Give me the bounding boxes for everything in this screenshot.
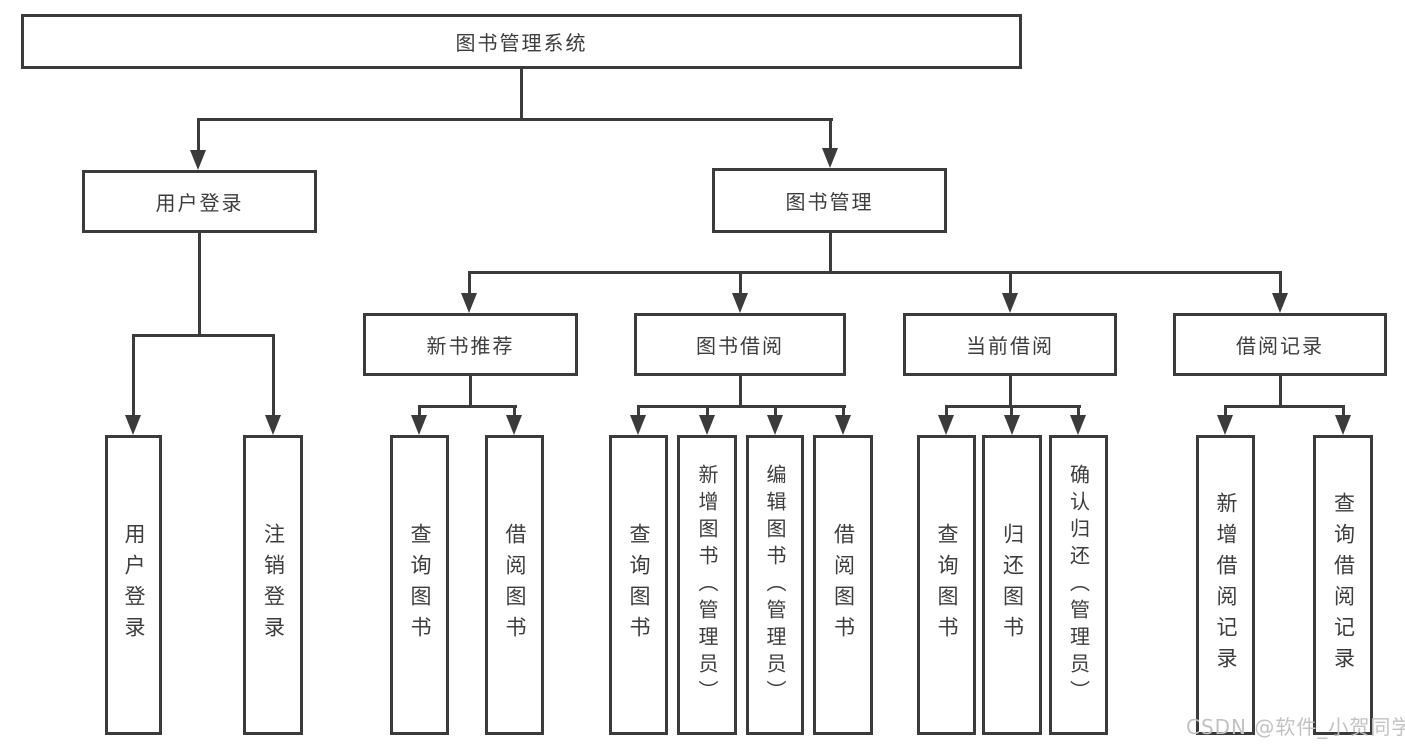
leaf-edit-books-admin: 编辑图书（管理员） <box>746 435 804 735</box>
leaf-user-login: 用户登录 <box>105 435 162 735</box>
node-borrow-records: 借阅记录 <box>1173 313 1387 376</box>
connector-drop-query-books-borrow <box>637 405 640 417</box>
leaf-return-books-label: 归还图书 <box>1000 523 1025 647</box>
leaf-query-books-borrow-label: 查询图书 <box>627 523 651 647</box>
connector-drop-confirm-return-admin <box>1077 405 1080 417</box>
csdn-watermark: CSDN @软件_小贺同学 <box>1186 715 1405 739</box>
node-new-book-recommend-label: 新书推荐 <box>426 334 515 358</box>
node-borrow-records-label: 借阅记录 <box>1236 334 1324 358</box>
connector-drop-return-books <box>1010 405 1013 417</box>
leaf-confirm-return-admin: 确认归还（管理员） <box>1049 435 1108 735</box>
leaf-logout: 注销登录 <box>243 435 303 735</box>
connector-user-login-branch <box>132 334 275 337</box>
leaf-add-books-admin-label: 新增图书（管理员） <box>695 463 719 707</box>
connector-drop-borrow-records <box>1279 271 1282 295</box>
connector-drop-query-books-recommend <box>418 405 421 417</box>
leaf-query-books-current-label: 查询图书 <box>935 523 959 647</box>
node-user-login: 用户登录 <box>82 170 317 233</box>
arrowhead-borrow-records <box>1272 293 1288 313</box>
connector-current-borrow-branch <box>945 405 1081 408</box>
leaf-return-books: 归还图书 <box>982 435 1042 735</box>
leaf-edit-books-admin-label: 编辑图书（管理员） <box>763 463 787 707</box>
arrowhead-query-books-borrow <box>630 415 646 435</box>
arrowhead-add-books-admin <box>699 415 715 435</box>
leaf-confirm-return-admin-label: 确认归还（管理员） <box>1066 463 1091 707</box>
node-root-label: 图书管理系统 <box>455 31 588 55</box>
arrowhead-new-book-recommend <box>461 293 477 313</box>
arrowhead-leaf-logout <box>265 415 281 435</box>
connector-drop-borrow-books-recommend <box>513 405 516 417</box>
leaf-borrow-books-recommend: 借阅图书 <box>485 435 544 735</box>
connector-new-book-recommend-branch <box>418 405 517 408</box>
arrowhead-borrow-books <box>835 415 851 435</box>
connector-drop-add-books-admin <box>706 405 709 417</box>
connector-book-borrow-stem <box>739 376 742 408</box>
arrowhead-query-books-recommend <box>411 415 427 435</box>
leaf-borrow-books-label: 借阅图书 <box>831 523 856 647</box>
leaf-query-borrow-record: 查询借阅记录 <box>1313 435 1373 735</box>
leaf-borrow-books: 借阅图书 <box>813 435 873 735</box>
connector-borrow-records-branch <box>1224 405 1345 408</box>
connector-borrow-records-stem <box>1279 376 1282 408</box>
connector-drop-query-books-current <box>945 405 948 417</box>
connector-drop-query-borrow-record <box>1342 405 1345 417</box>
connector-book-management-branch <box>468 271 1282 274</box>
arrowhead-book-management <box>822 148 838 168</box>
arrowhead-edit-books-admin <box>767 415 783 435</box>
leaf-add-borrow-record: 新增借阅记录 <box>1196 435 1255 735</box>
leaf-add-borrow-record-label: 新增借阅记录 <box>1214 492 1238 678</box>
node-book-borrow: 图书借阅 <box>634 313 846 376</box>
arrowhead-query-books-current <box>938 415 954 435</box>
connector-drop-leaf-user-login <box>132 334 135 417</box>
arrowhead-current-borrow <box>1002 293 1018 313</box>
node-new-book-recommend: 新书推荐 <box>363 313 578 376</box>
connector-new-book-recommend-stem <box>469 376 472 408</box>
leaf-logout-label: 注销登录 <box>261 523 286 647</box>
arrowhead-leaf-user-login <box>125 415 141 435</box>
connector-root-stem <box>520 69 523 120</box>
connector-book-management-stem <box>829 233 832 274</box>
node-book-management-label: 图书管理 <box>785 190 874 214</box>
connector-root-branch <box>197 118 833 121</box>
leaf-borrow-books-recommend-label: 借阅图书 <box>503 523 527 647</box>
arrowhead-query-borrow-record <box>1335 415 1351 435</box>
leaf-query-borrow-record-label: 查询借阅记录 <box>1331 492 1356 678</box>
connector-drop-edit-books-admin <box>774 405 777 417</box>
arrowhead-return-books <box>1004 415 1020 435</box>
connector-user-login-stem <box>198 233 201 336</box>
connector-drop-add-borrow-record <box>1224 405 1227 417</box>
node-current-borrow: 当前借阅 <box>903 313 1117 376</box>
node-root: 图书管理系统 <box>21 14 1022 69</box>
leaf-query-books-borrow: 查询图书 <box>609 435 668 735</box>
arrowhead-user-login <box>190 150 206 170</box>
node-user-login-label: 用户登录 <box>155 191 244 215</box>
leaf-add-books-admin: 新增图书（管理员） <box>677 435 737 735</box>
leaf-query-books-recommend-label: 查询图书 <box>408 523 432 647</box>
node-book-management: 图书管理 <box>712 168 947 233</box>
arrowhead-book-borrow <box>732 293 748 313</box>
arrowhead-add-borrow-record <box>1217 415 1233 435</box>
arrowhead-borrow-books-recommend <box>506 415 522 435</box>
leaf-query-books-recommend: 查询图书 <box>390 435 449 735</box>
connector-book-borrow-branch <box>637 405 846 408</box>
connector-drop-leaf-logout <box>272 334 275 417</box>
node-book-borrow-label: 图书借阅 <box>696 334 784 358</box>
connector-drop-new-book-recommend <box>468 271 471 295</box>
node-current-borrow-label: 当前借阅 <box>966 334 1054 358</box>
connector-drop-user-login <box>197 118 200 152</box>
connector-drop-borrow-books <box>842 405 845 417</box>
connector-drop-book-borrow <box>739 271 742 295</box>
connector-drop-book-management <box>829 118 832 150</box>
leaf-user-login-label: 用户登录 <box>122 523 146 647</box>
connector-current-borrow-stem <box>1009 376 1012 408</box>
connector-drop-current-borrow <box>1009 271 1012 295</box>
leaf-query-books-current: 查询图书 <box>917 435 976 735</box>
arrowhead-confirm-return-admin <box>1070 415 1086 435</box>
